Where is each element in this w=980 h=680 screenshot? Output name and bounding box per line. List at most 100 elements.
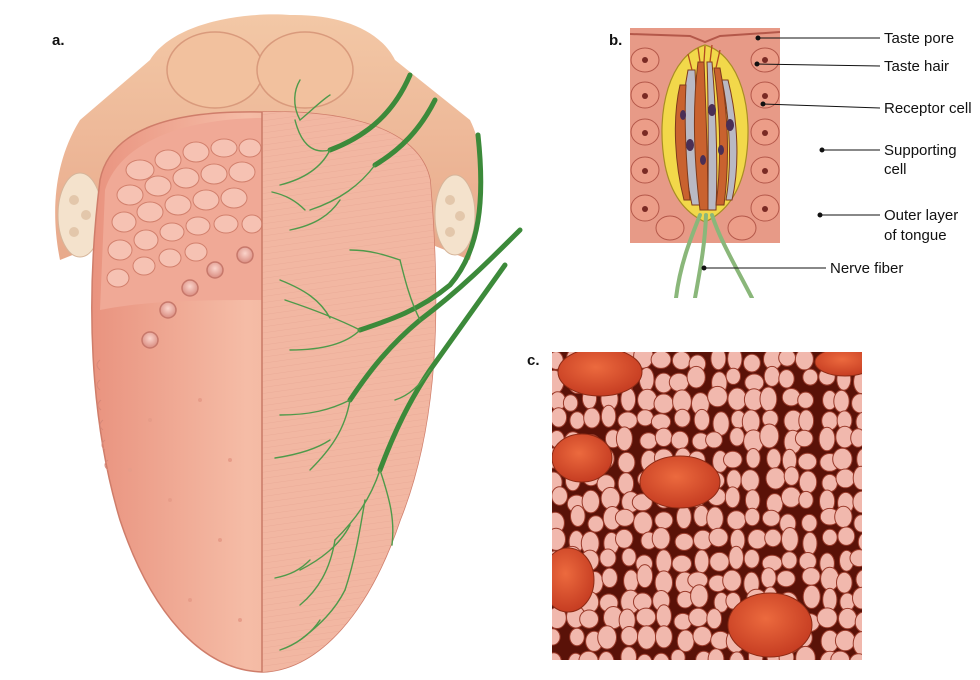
filiform-papilla (797, 391, 814, 409)
filiform-papilla (795, 645, 816, 660)
filiform-papilla (600, 404, 617, 428)
filiform-papilla (798, 409, 815, 433)
filiform-papilla (562, 394, 579, 412)
filiform-papilla (744, 489, 761, 512)
filiform-papilla (709, 551, 730, 572)
filiform-papilla (552, 628, 561, 646)
filiform-papilla (743, 549, 760, 569)
filiform-papilla (776, 570, 796, 588)
filiform-papilla (778, 369, 795, 389)
filiform-papilla (639, 432, 658, 450)
filiform-papilla (600, 486, 621, 510)
filiform-papilla (727, 352, 743, 371)
filiform-papilla (740, 469, 760, 492)
filiform-papilla (614, 508, 635, 527)
filiform-papilla (766, 448, 782, 470)
filiform-papilla (676, 629, 695, 653)
filiform-papilla (759, 386, 778, 412)
filiform-papilla (855, 569, 862, 590)
filiform-papilla (798, 470, 818, 494)
filiform-papilla (654, 427, 673, 447)
filiform-papilla (688, 607, 709, 628)
filiform-papilla (802, 531, 818, 556)
filiform-papilla (651, 527, 671, 550)
filiform-papilla (635, 607, 657, 627)
filiform-papilla (581, 489, 600, 514)
filiform-papilla (676, 505, 692, 530)
filiform-papilla (617, 411, 638, 430)
filiform-papilla (852, 631, 862, 656)
filiform-papilla (818, 426, 836, 452)
filiform-papilla (653, 393, 674, 414)
filiform-papilla (834, 505, 853, 529)
filiform-papilla (655, 549, 673, 575)
filiform-papilla (834, 629, 856, 652)
filiform-papilla (830, 650, 851, 660)
filiform-papilla (671, 352, 691, 370)
filiform-papilla (802, 368, 819, 386)
filiform-papilla (615, 426, 633, 452)
filiform-papilla (623, 569, 639, 593)
filiform-papilla (851, 393, 862, 414)
label-taste-pore: Taste pore (884, 30, 955, 47)
tongue-illustration (55, 14, 523, 673)
filiform-papilla (671, 554, 692, 573)
filiform-papilla (706, 608, 723, 630)
filiform-papilla (837, 526, 856, 546)
filiform-papilla (729, 427, 745, 447)
filiform-papilla (636, 409, 654, 427)
filiform-papilla (552, 486, 568, 506)
filiform-papilla (668, 372, 690, 392)
filiform-papilla (783, 466, 800, 486)
filiform-papilla (857, 533, 862, 551)
filiform-papilla (706, 506, 724, 531)
filiform-papilla (599, 548, 617, 568)
filiform-papilla (569, 627, 585, 647)
filiform-papilla (760, 567, 777, 589)
label-taste-hair: Taste hair (884, 58, 950, 75)
label-outer-layer-line1: Outer layer (884, 207, 959, 224)
filiform-papilla (722, 569, 742, 592)
label-supporting-cell-line1: Supporting (884, 142, 957, 159)
filiform-papilla (743, 353, 761, 373)
filiform-papilla (655, 625, 673, 649)
filiform-papilla (705, 431, 723, 449)
filiform-papilla (855, 411, 862, 433)
filiform-papilla (636, 653, 653, 660)
filiform-papilla (853, 514, 862, 533)
filiform-papilla (744, 507, 761, 527)
filiform-papilla (854, 611, 862, 633)
filiform-papilla (652, 652, 670, 660)
filiform-papilla (729, 651, 745, 660)
filiform-papilla (781, 527, 799, 552)
filiform-papilla (708, 527, 729, 548)
filiform-papilla (621, 547, 637, 567)
filiform-papilla (849, 653, 862, 660)
filiform-papilla (850, 428, 862, 448)
filiform-papilla (569, 411, 586, 430)
filiform-papilla (637, 625, 657, 650)
filiform-papilla (816, 607, 838, 629)
filiform-papilla (765, 467, 786, 490)
filiform-papilla (655, 604, 672, 628)
filiform-papilla (724, 486, 741, 509)
filiform-papilla (801, 567, 821, 586)
micrograph-photo (552, 352, 862, 660)
filiform-papilla (597, 625, 617, 650)
filiform-papilla (598, 651, 615, 660)
filiform-papilla (552, 527, 566, 551)
filiform-papilla (759, 423, 780, 449)
filiform-papilla (801, 513, 818, 533)
filiform-papilla (852, 490, 862, 514)
filiform-papilla (690, 584, 709, 608)
label-supporting-cell-line2: cell (884, 161, 907, 178)
filiform-papilla (615, 528, 634, 549)
filiform-papilla (637, 388, 658, 412)
label-receptor-cell: Receptor cell (884, 100, 972, 117)
filiform-papilla (836, 571, 853, 594)
filiform-papilla (820, 566, 840, 592)
filiform-papilla (726, 510, 747, 530)
filiform-papilla (747, 529, 768, 550)
